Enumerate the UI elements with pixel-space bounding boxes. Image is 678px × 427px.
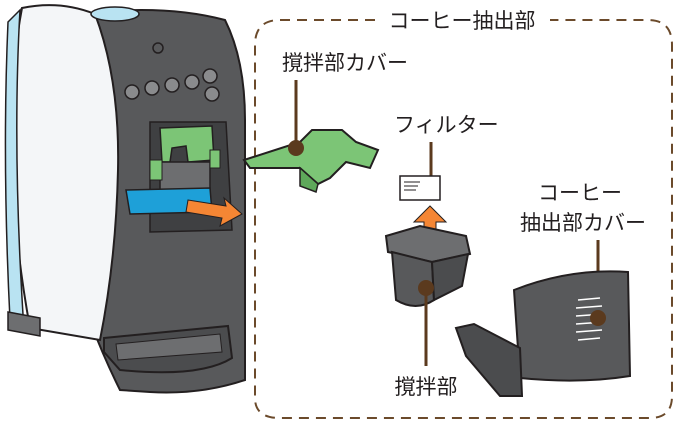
indicator-light (152, 42, 164, 54)
extraction-cover-label-line1: コーヒー (538, 181, 622, 205)
stirrer-label: 撹拌部 (395, 375, 458, 399)
machine-top-lid (90, 6, 140, 22)
coffee-machine (4, 4, 246, 394)
stirrer-cover-shape (242, 129, 380, 186)
filter-label: フィルター (394, 113, 499, 137)
filter-part (399, 175, 441, 201)
stirrer-side (430, 252, 470, 302)
extraction-cover-leader-dot (590, 310, 606, 326)
drip-tray-grate (115, 333, 223, 361)
group-title: コーヒー抽出部 (389, 9, 536, 33)
extraction-cover-body (512, 270, 632, 382)
stirrer-cover-tab (299, 166, 319, 193)
stirrer-cover-label: 撹拌部カバー (282, 51, 408, 75)
control-button-2[interactable] (144, 80, 160, 96)
control-button-1[interactable] (124, 84, 140, 100)
control-button-3[interactable] (164, 77, 180, 93)
inner-green-tab-right (209, 149, 221, 169)
control-buttons (124, 68, 220, 102)
machine-front-shell (10, 4, 120, 342)
inner-green-tab-left (149, 159, 163, 181)
inner-extraction-unit (159, 161, 211, 193)
filter-mesh (404, 181, 420, 191)
machine-foot (7, 311, 41, 337)
stirrer-cover-part (242, 129, 380, 193)
inner-stirrer-cover (159, 125, 215, 163)
extraction-cover-part (454, 270, 632, 397)
removal-arrow (185, 196, 243, 227)
extraction-cover-arm (454, 322, 524, 397)
control-button-5[interactable] (202, 68, 218, 84)
extraction-cover-label-line2: 抽出部カバー (520, 211, 646, 235)
extraction-group-border (254, 19, 673, 419)
stirrer-top (384, 224, 472, 264)
stirrer-cover-leader-dot (288, 140, 304, 156)
stirrer-body (390, 250, 436, 307)
control-button-6[interactable] (204, 86, 220, 102)
control-button-4[interactable] (184, 74, 200, 90)
